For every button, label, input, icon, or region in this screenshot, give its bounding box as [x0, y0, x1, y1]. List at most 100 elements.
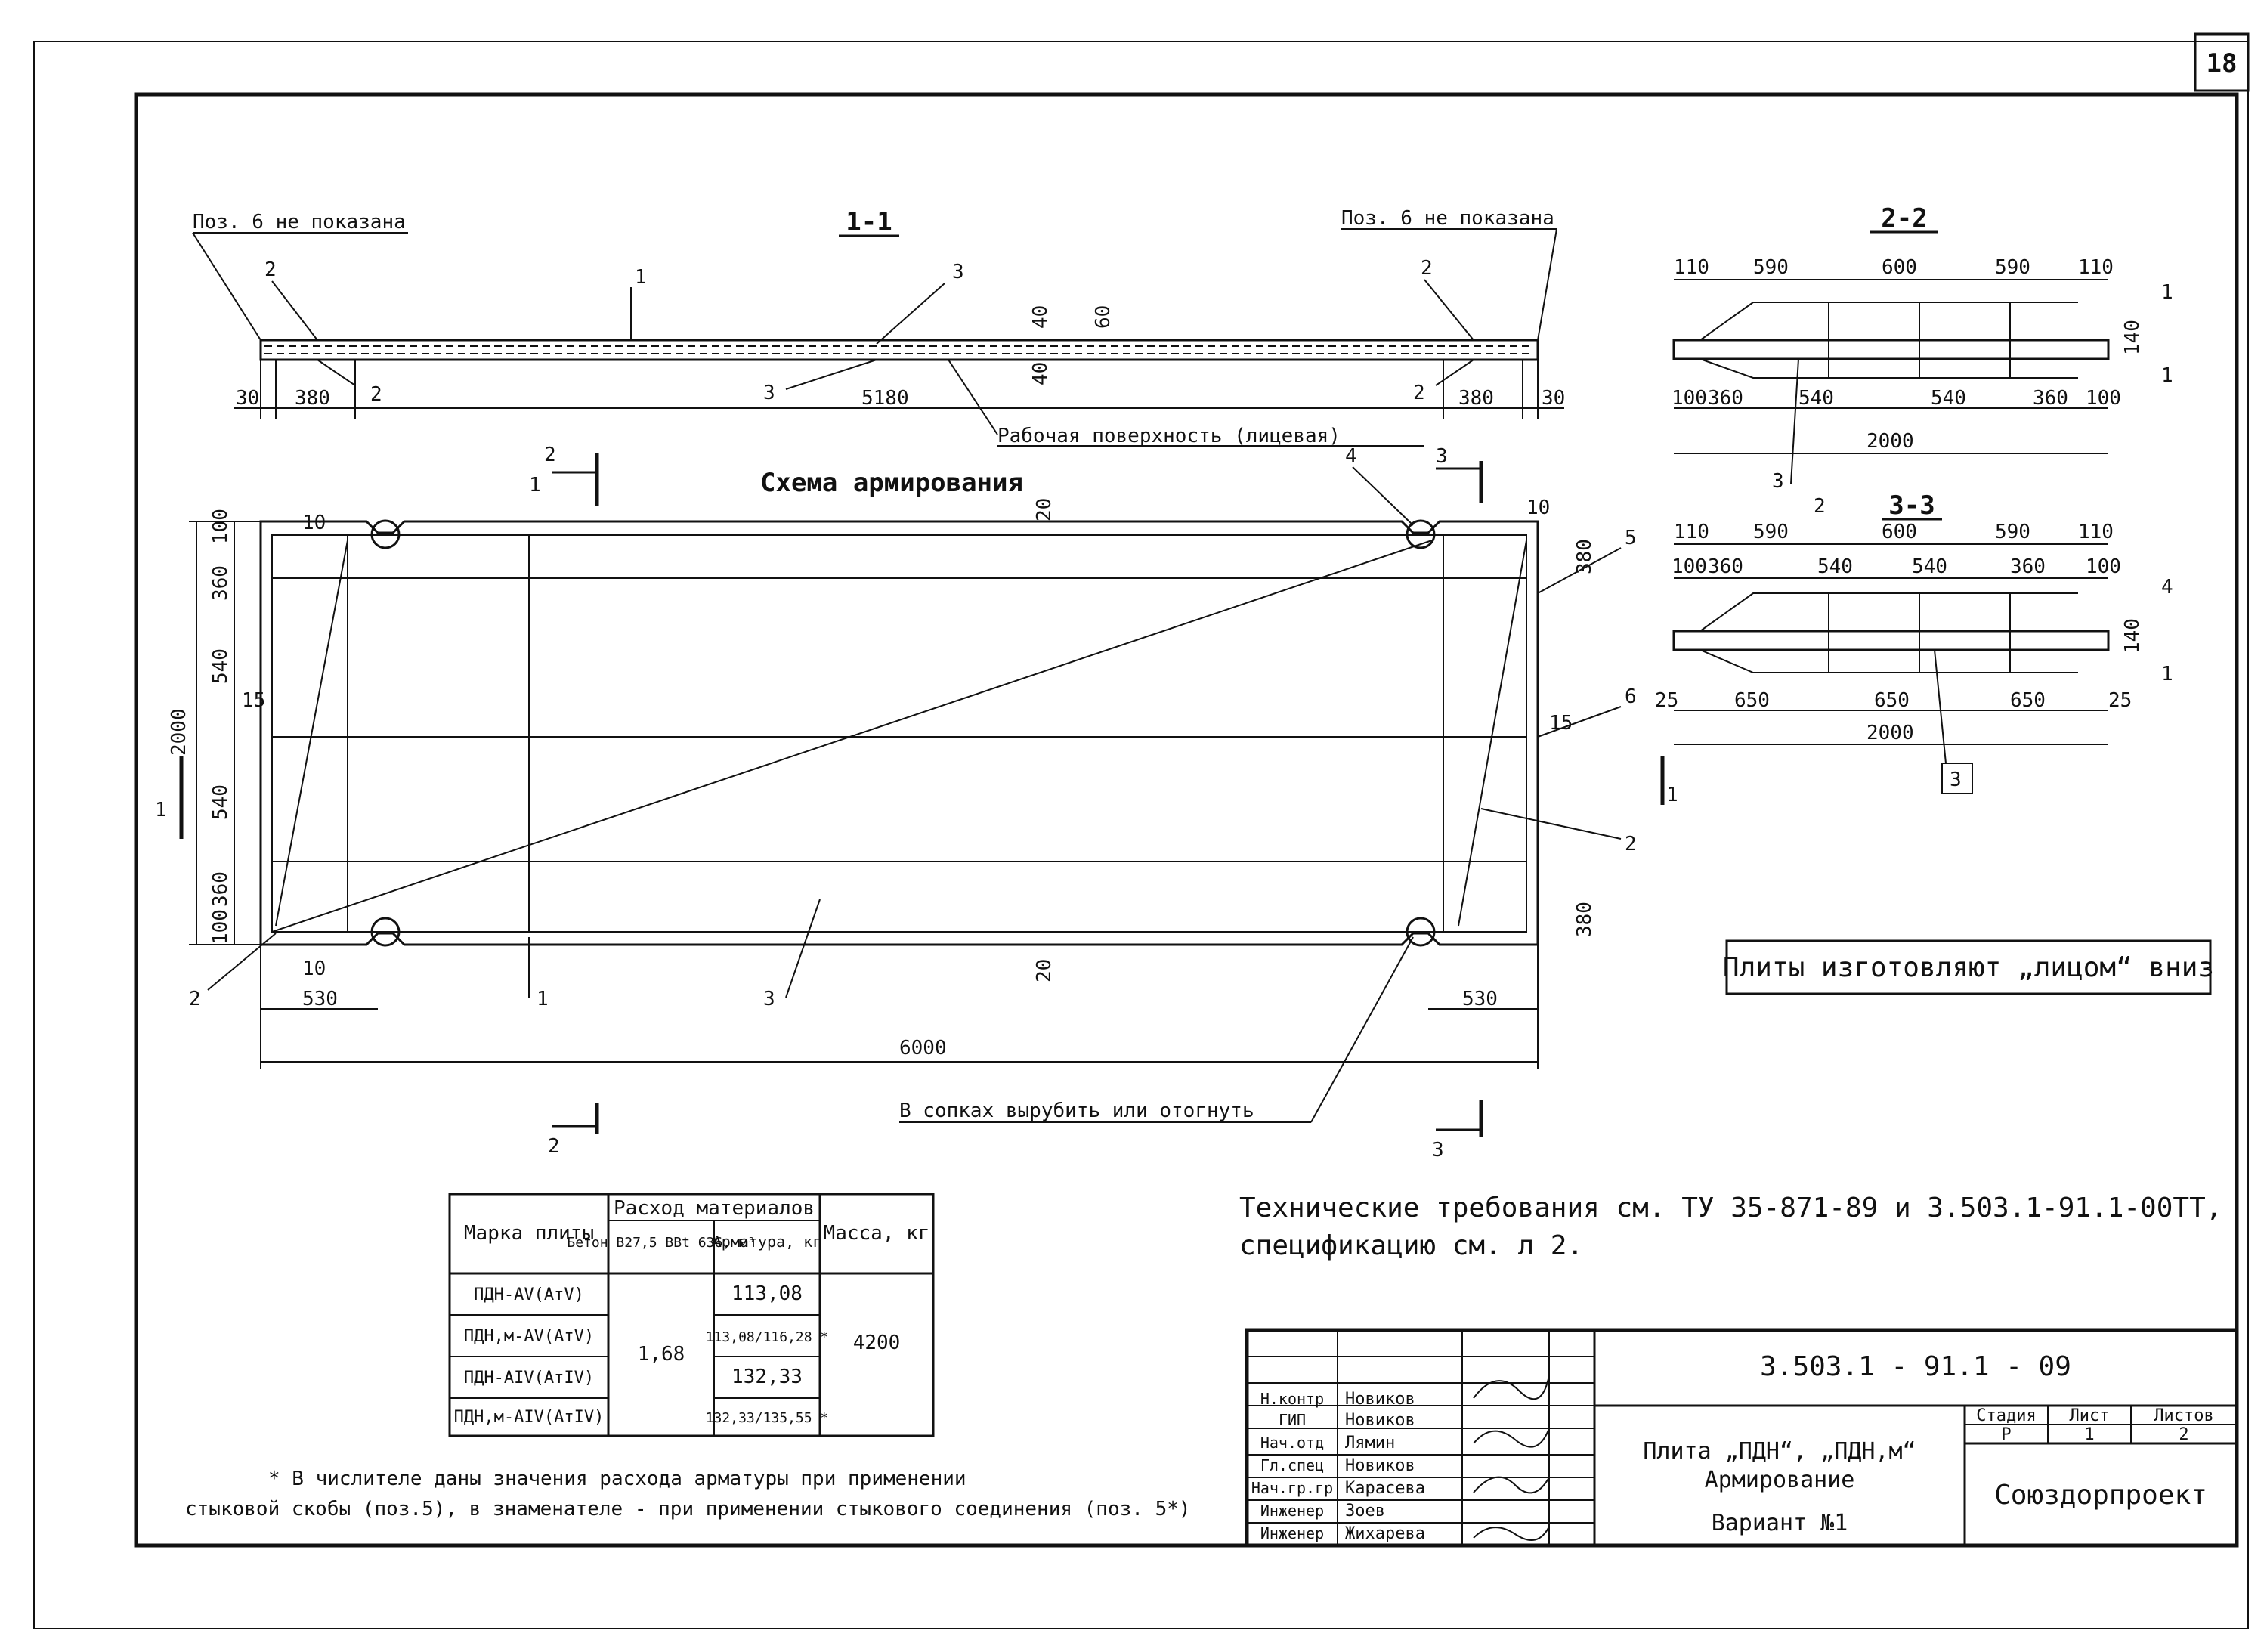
svg-text:25: 25 — [2108, 689, 2132, 712]
svg-text:40: 40 — [1029, 362, 1052, 385]
svg-text:360: 360 — [1708, 387, 1743, 410]
svg-text:530: 530 — [302, 988, 338, 1010]
svg-text:15: 15 — [1549, 712, 1573, 735]
svg-text:3: 3 — [1772, 470, 1784, 493]
outer-border — [33, 41, 2249, 1629]
svg-text:3: 3 — [1432, 1139, 1444, 1162]
svg-text:2: 2 — [1625, 833, 1637, 855]
inner-frame — [134, 92, 2239, 1548]
section-3-3-title: 3-3 — [1888, 490, 1935, 521]
svg-text:1: 1 — [529, 474, 541, 497]
section-3-3-slab — [1672, 630, 2110, 651]
table-row-rebar: 113,08/116,28 * — [706, 1329, 829, 1345]
svg-text:20: 20 — [1033, 959, 1056, 982]
doc-code: 3.503.1 - 91.1 - 09 — [1760, 1351, 2071, 1382]
slab-plan-outline — [259, 520, 1539, 946]
svg-text:3: 3 — [763, 382, 775, 404]
svg-text:2: 2 — [2179, 1425, 2188, 1444]
svg-text:380: 380 — [295, 387, 330, 410]
svg-text:110: 110 — [2078, 256, 2114, 279]
svg-text:Лямин: Лямин — [1345, 1434, 1395, 1452]
svg-text:140: 140 — [2121, 618, 2144, 654]
svg-text:540: 540 — [209, 784, 232, 820]
svg-text:2: 2 — [544, 444, 556, 466]
tech-note-line1: Технические требования см. ТУ 35-871-89 … — [1239, 1193, 2222, 1224]
svg-text:Гл.спец: Гл.спец — [1260, 1456, 1324, 1474]
table-mass-value: 4200 — [853, 1332, 901, 1354]
svg-text:1: 1 — [2161, 663, 2173, 685]
svg-text:600: 600 — [1882, 256, 1917, 279]
svg-text:Новиков: Новиков — [1345, 1456, 1415, 1475]
svg-text:3: 3 — [952, 261, 964, 283]
svg-text:360: 360 — [1708, 555, 1743, 578]
table-row-rebar: 113,08 — [731, 1282, 803, 1305]
svg-text:1: 1 — [537, 988, 549, 1010]
svg-text:2: 2 — [264, 258, 277, 281]
svg-text:Инженер: Инженер — [1260, 1502, 1324, 1520]
svg-text:2: 2 — [370, 383, 382, 406]
svg-text:Инженер: Инженер — [1260, 1524, 1324, 1542]
cut-note: В сопках вырубить или отогнуть — [899, 1100, 1254, 1122]
svg-text:1: 1 — [2161, 364, 2173, 387]
svg-text:4: 4 — [1345, 445, 1357, 468]
svg-text:Лист: Лист — [2070, 1406, 2110, 1425]
table-row-mark: ПДН,м-АIV(АтIV) — [454, 1408, 605, 1427]
section-1-1-title: 1-1 — [846, 207, 892, 237]
svg-text:360: 360 — [209, 871, 232, 907]
section-3-3: 3-3 2 110 590 600 590 110 100 360 540 54… — [1655, 490, 2173, 794]
svg-text:2: 2 — [548, 1135, 560, 1158]
svg-text:100: 100 — [209, 909, 232, 945]
table-header-rebar: Арматура, кг — [713, 1233, 822, 1251]
svg-text:1: 1 — [155, 799, 167, 821]
table-header-mass: Масса, кг — [824, 1222, 930, 1245]
table-concrete-value: 1,68 — [638, 1343, 685, 1366]
svg-text:540: 540 — [1912, 555, 1947, 578]
section-1-1: 1-1 Поз. 6 не показана Поз. 6 не показан… — [192, 207, 1565, 447]
svg-text:Зоев: Зоев — [1345, 1502, 1385, 1521]
sheet-number-box — [2194, 32, 2250, 92]
svg-text:2: 2 — [1413, 382, 1425, 404]
svg-text:15: 15 — [242, 689, 265, 712]
section-2-2-title: 2-2 — [1881, 203, 1927, 234]
svg-text:2000: 2000 — [1866, 430, 1914, 453]
svg-text:110: 110 — [2078, 521, 2114, 543]
svg-text:10: 10 — [1526, 497, 1550, 519]
svg-text:540: 540 — [1931, 387, 1966, 410]
title-line1: Плита „ПДН“, „ПДН,м“ — [1643, 1438, 1916, 1465]
svg-text:Новиков: Новиков — [1345, 1411, 1415, 1430]
svg-text:360: 360 — [2010, 555, 2046, 578]
svg-text:3: 3 — [1950, 769, 1962, 791]
svg-text:20: 20 — [1033, 498, 1056, 521]
svg-text:2000: 2000 — [1866, 722, 1914, 744]
table-row-mark: ПДН-АV(АтV) — [474, 1285, 584, 1304]
svg-text:650: 650 — [2010, 689, 2046, 712]
svg-text:360: 360 — [2033, 387, 2068, 410]
title-line3: Вариант №1 — [1712, 1510, 1848, 1536]
svg-text:30: 30 — [236, 387, 259, 410]
working-surface-label: Рабочая поверхность (лицевая) — [997, 425, 1341, 447]
svg-text:40: 40 — [1029, 305, 1052, 329]
svg-text:600: 600 — [1882, 521, 1917, 543]
svg-text:Стадия: Стадия — [1976, 1406, 2036, 1425]
svg-text:540: 540 — [1817, 555, 1853, 578]
reinforcement-scheme: Схема армирования 2 2 3 3 1 — [155, 444, 1678, 1162]
svg-text:140: 140 — [2121, 320, 2144, 355]
svg-text:2: 2 — [189, 988, 201, 1010]
svg-text:110: 110 — [1674, 256, 1709, 279]
svg-text:Жихарева: Жихарева — [1345, 1524, 1425, 1543]
footnote-line2: стыковой скобы (поз.5), в знаменателе - … — [185, 1498, 1191, 1521]
svg-text:1: 1 — [1666, 784, 1678, 806]
svg-text:Новиков: Новиков — [1345, 1390, 1415, 1409]
section-2-2-slab — [1672, 339, 2110, 360]
svg-text:100: 100 — [1672, 387, 1707, 410]
footnote-line1: * В числителе даны значения расхода арма… — [268, 1468, 966, 1490]
svg-text:650: 650 — [1874, 689, 1910, 712]
org-name: Союздорпроект — [1994, 1480, 2207, 1511]
svg-text:100: 100 — [1672, 555, 1707, 578]
svg-text:6000: 6000 — [899, 1037, 947, 1060]
tech-note-line2: спецификацию см. л 2. — [1239, 1230, 1583, 1261]
svg-text:2: 2 — [1814, 495, 1826, 518]
svg-text:Н.контр: Н.контр — [1260, 1390, 1324, 1408]
table-header-mark: Марка плиты — [464, 1222, 594, 1245]
